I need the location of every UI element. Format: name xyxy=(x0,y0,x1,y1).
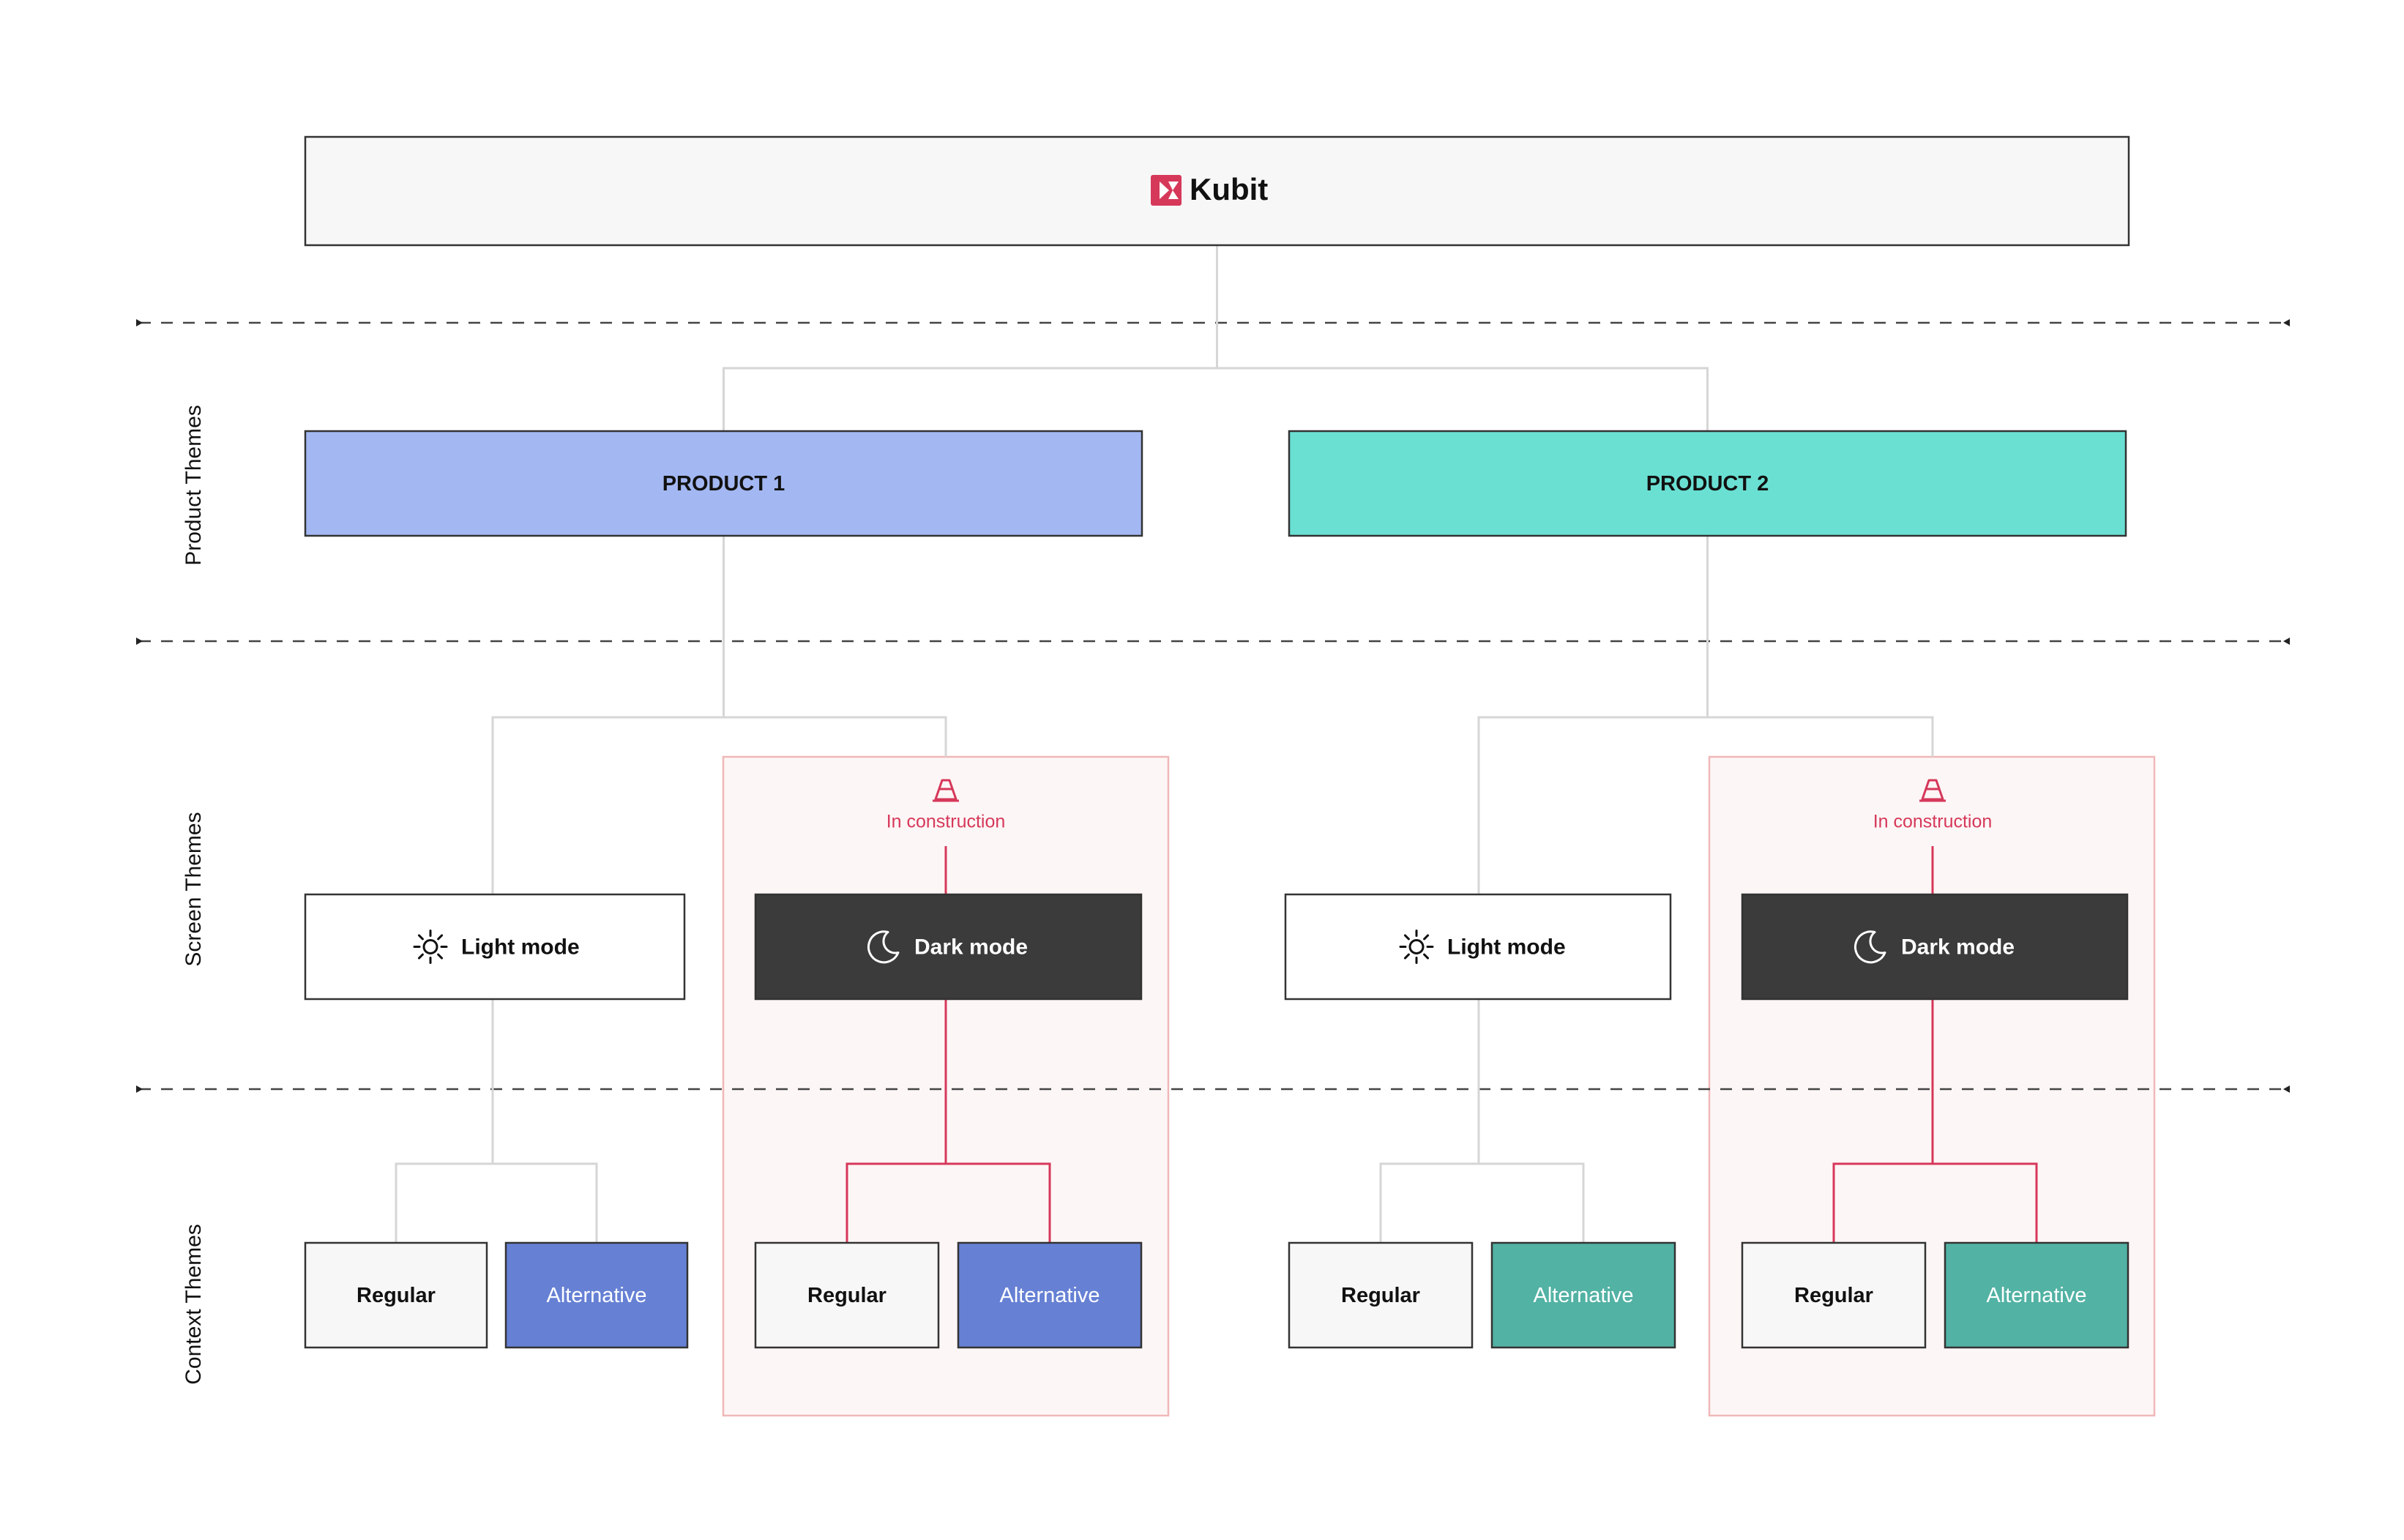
level-label-context: Context Themes xyxy=(182,1224,206,1385)
product-box-2 xyxy=(1288,430,2127,537)
context-label-regular: Regular xyxy=(1341,1284,1420,1307)
root-box xyxy=(304,135,2130,247)
brand-name: Kubit xyxy=(1190,172,1268,206)
context-label-alternative: Alternative xyxy=(999,1284,1100,1307)
mode-label: Light mode xyxy=(1447,935,1566,959)
moon-icon xyxy=(867,930,900,964)
separator-arrow-right-icon xyxy=(2283,638,2290,645)
construction-label: In construction xyxy=(1873,812,1993,832)
moon-shape xyxy=(867,930,900,964)
level-label-product: Product Themes xyxy=(182,405,206,566)
logo-notch-top xyxy=(1168,182,1179,190)
cone-body xyxy=(1921,779,1944,801)
context-box-alternative xyxy=(957,1241,1143,1349)
sun-ray xyxy=(1403,953,1410,960)
connector-line xyxy=(845,1162,1051,1243)
kubit-logo-icon xyxy=(1151,175,1182,206)
product-label-1: PRODUCT 1 xyxy=(662,472,785,496)
separator-arrow-right-icon xyxy=(2283,319,2290,326)
connector-line xyxy=(491,716,947,894)
logo-notch-bottom xyxy=(1168,190,1179,199)
connector-line xyxy=(1379,1162,1585,1243)
construction-cone-icon xyxy=(1919,779,1946,802)
construction-label: In construction xyxy=(886,812,1006,832)
context-label-alternative: Alternative xyxy=(1533,1284,1633,1307)
sun-ray xyxy=(417,953,424,960)
separator-arrow-left-icon xyxy=(136,638,143,645)
cone-body xyxy=(934,779,958,801)
separator-arrow-right-icon xyxy=(2283,1085,2290,1093)
context-box-regular xyxy=(1288,1241,1474,1349)
sun-ray xyxy=(437,934,444,941)
context-box-alternative xyxy=(1944,1241,2129,1349)
mode-label: Light mode xyxy=(461,935,580,959)
product-box-1 xyxy=(304,430,1143,537)
context-label-alternative: Alternative xyxy=(1986,1284,2086,1307)
connector-line xyxy=(1477,716,1934,894)
separator-arrow-left-icon xyxy=(136,319,143,326)
context-label-regular: Regular xyxy=(357,1284,436,1307)
logo-chevron xyxy=(1160,182,1169,199)
context-box-regular xyxy=(304,1241,488,1349)
mode-box-light xyxy=(1284,893,1672,1001)
mode-label: Dark mode xyxy=(1901,935,2015,959)
mode-box-dark xyxy=(754,893,1143,1001)
sun-ray xyxy=(1423,934,1430,941)
context-label-alternative: Alternative xyxy=(546,1284,646,1307)
sun-core xyxy=(1408,939,1425,954)
separator-arrow-left-icon xyxy=(136,1085,143,1093)
sun-ray xyxy=(417,934,424,941)
sun-ray xyxy=(437,953,444,960)
context-box-regular xyxy=(754,1241,940,1349)
sun-core xyxy=(422,939,438,954)
sun-ray xyxy=(1423,953,1430,960)
construction-cone-icon xyxy=(933,779,959,802)
sun-ray xyxy=(1403,934,1410,941)
mode-label: Dark mode xyxy=(914,935,1028,959)
context-box-regular xyxy=(1741,1241,1927,1349)
mode-box-dark xyxy=(1741,893,2129,1001)
sun-icon xyxy=(413,930,448,964)
moon-shape xyxy=(1854,930,1886,964)
context-label-regular: Regular xyxy=(1794,1284,1873,1307)
context-label-regular: Regular xyxy=(807,1284,886,1307)
moon-icon xyxy=(1854,930,1886,964)
connector-line xyxy=(395,1162,598,1243)
mode-box-light xyxy=(304,893,686,1001)
level-label-screen: Screen Themes xyxy=(182,812,206,966)
context-box-alternative xyxy=(1490,1241,1676,1349)
connector-line xyxy=(723,367,1709,431)
context-box-alternative xyxy=(504,1241,689,1349)
product-label-2: PRODUCT 2 xyxy=(1646,472,1769,496)
connector-line xyxy=(1832,1162,2038,1243)
sun-icon xyxy=(1399,930,1434,964)
